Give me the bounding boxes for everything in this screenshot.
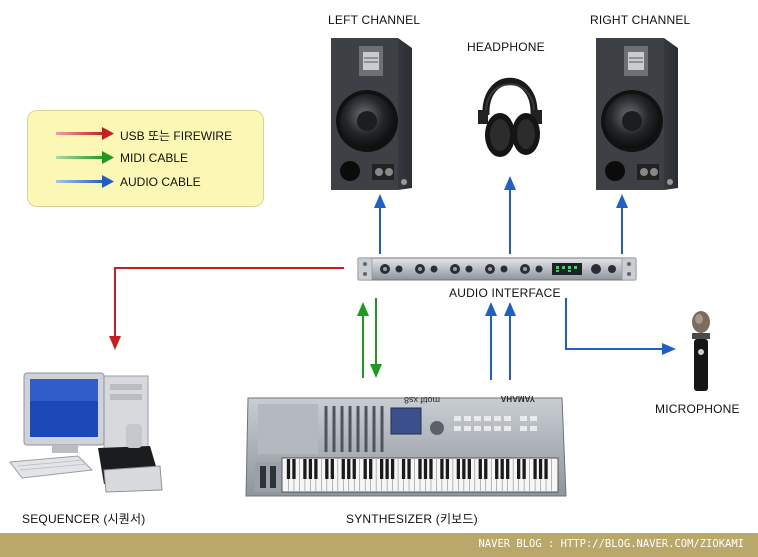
black-key [462,459,466,479]
right-speaker [596,38,678,190]
legend-label-audio: AUDIO CABLE [120,175,201,189]
right-channel-label: RIGHT CHANNEL [590,13,691,27]
red-arrow-icon [56,127,114,140]
synth-audio-right [504,302,516,380]
black-key [445,459,450,479]
black-key [330,459,334,479]
footer-bar: NAVER BLOG : HTTP://BLOG.NAVER.COM/ZIOKA… [0,533,758,557]
microphone-label: MICROPHONE [655,402,740,416]
black-key [522,459,526,479]
black-key [516,459,521,479]
black-key [495,459,499,479]
synth-model-text: motif xs8 [404,395,440,405]
black-key [341,459,345,479]
midi-in-connection [370,298,382,378]
microphone-image [692,311,710,391]
black-key [369,459,373,479]
black-key [440,459,444,479]
black-key [456,459,461,479]
black-key [467,459,471,479]
black-key [292,459,296,479]
black-key [538,459,543,479]
black-key [363,459,367,479]
black-key [347,459,351,479]
black-key [401,459,406,479]
legend-item-midi: MIDI CABLE [28,149,263,167]
legend-label-usb: USB 또는 FIREWIRE [120,129,233,143]
black-key [314,459,318,479]
legend-item-usb: USB 또는 FIREWIRE [28,125,263,143]
usb-connection [109,267,344,350]
synth-audio-left [485,302,497,380]
midi-out-connection [357,302,369,378]
synthesizer-image [245,397,567,497]
black-key [407,459,411,479]
black-key [423,459,428,479]
black-key [506,459,510,479]
footer-blog-text: NAVER BLOG : HTTP://BLOG.NAVER.COM/ZIOKA… [478,538,744,550]
black-key [478,459,482,479]
legend-item-audio: AUDIO CABLE [28,173,263,191]
black-key [533,459,537,479]
synthesizer-label: SYNTHESIZER (키보드) [346,512,478,526]
legend-box: USB 또는 FIREWIRE MIDI CABLE AUDIO CABLE [27,110,264,207]
black-key [429,459,433,479]
blue-arrow-icon [56,175,114,188]
black-key [484,459,488,479]
headphone-label: HEADPHONE [467,40,545,54]
audio-to-right-speaker [616,194,628,254]
audio-interface-image [357,257,637,281]
sequencer-label: SEQUENCER (시퀀서) [22,512,146,526]
black-key [500,459,504,479]
black-key [352,459,356,479]
black-key [390,459,395,479]
sequencer-computer-image [9,372,163,493]
headphone-image [478,77,542,157]
black-key [379,459,384,479]
audio-interface-label: AUDIO INTERFACE [449,286,561,300]
black-key [325,459,329,479]
synth-brand-text: YAMAHA [500,394,535,403]
black-key [303,459,307,479]
audio-to-left-speaker [374,194,386,254]
diagram-canvas: YAMAHA motif xs8 [9,38,710,497]
left-speaker [331,38,412,190]
audio-to-microphone [565,298,676,355]
black-key [385,459,389,479]
black-key [286,459,291,479]
black-key [544,459,548,479]
green-arrow-icon [56,151,114,164]
black-key [418,459,422,479]
left-channel-label: LEFT CHANNEL [328,13,421,27]
audio-to-headphone [504,176,516,254]
legend-label-midi: MIDI CABLE [120,151,189,165]
black-key [308,459,313,479]
